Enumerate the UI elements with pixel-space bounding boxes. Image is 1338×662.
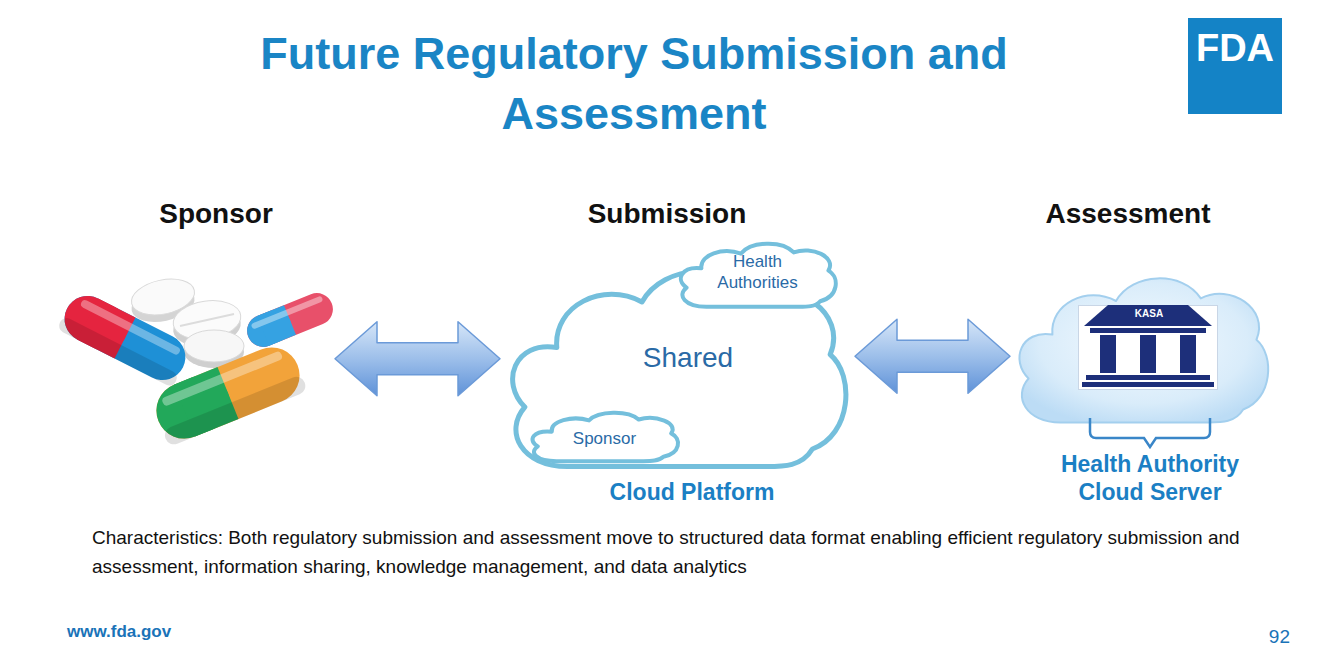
slide-title: Future Regulatory Submission and Assessm… [184, 24, 1084, 144]
footer-url: www.fda.gov [67, 621, 267, 643]
tablet-score [180, 314, 234, 326]
cloud-shape [1019, 278, 1268, 422]
small-cloud: Health Authorities [675, 240, 840, 308]
cloud-label: Health Authorities [705, 251, 810, 293]
building-step [1086, 375, 1210, 380]
building-step [1082, 382, 1214, 387]
capsule-shade [57, 316, 180, 388]
capsule-highlight [80, 299, 182, 356]
column-heading: Assessment [1008, 198, 1248, 230]
shared-cloud: SubmissionSharedCloud PlatformHealth Aut… [500, 260, 855, 470]
tablet-top [128, 274, 198, 321]
small-cloud: Sponsor [527, 410, 682, 462]
building-pillar [1100, 335, 1116, 373]
capsule-half [148, 367, 239, 447]
server-cloud: AssessmentHealth Authority Cloud ServerK… [1010, 270, 1275, 425]
cloud-label: Sponsor [542, 428, 667, 449]
cloud-caption: Cloud Platform [562, 478, 822, 506]
cloud-caption: Health Authority Cloud Server [1035, 450, 1265, 506]
capsule-half [257, 305, 296, 346]
page-number: 92 [1240, 625, 1290, 649]
capsule [57, 288, 194, 388]
tablet [184, 330, 244, 368]
tablet [171, 296, 244, 350]
capsule-half [242, 288, 337, 351]
capsule [148, 339, 308, 447]
capsule-half [148, 339, 308, 447]
tablet-side [184, 336, 244, 368]
tablet [128, 274, 198, 328]
capsule-half [242, 305, 296, 352]
capsule-half [57, 288, 194, 388]
building-roof [1084, 305, 1212, 326]
tablet-top [171, 296, 244, 343]
building-pillar [1140, 335, 1156, 373]
logo-box [1188, 18, 1282, 114]
capsule [242, 288, 337, 351]
capsule-highlight [161, 350, 283, 406]
pills-illustration [57, 274, 338, 447]
building-architrave [1090, 328, 1206, 333]
slide-caption: Characteristics: Both regulatory submiss… [92, 523, 1272, 581]
cloud-shape [681, 244, 836, 307]
logo-text: FDA [1188, 28, 1282, 68]
cloud-label: Shared [588, 341, 788, 375]
building-label: KASA [1119, 308, 1179, 320]
column-heading: Submission [517, 198, 817, 230]
tablet-side [171, 303, 244, 350]
capsule-highlight [251, 296, 324, 330]
double-arrow [855, 319, 1010, 393]
pills-node: Sponsor [60, 270, 335, 435]
capsule-half [77, 298, 135, 358]
double-arrow [335, 322, 500, 396]
capsule-shade [162, 374, 308, 447]
capsule-half [174, 367, 239, 437]
building-pillar [1180, 335, 1196, 373]
column-heading: Sponsor [116, 198, 316, 230]
tablet-top [184, 330, 244, 362]
kasa-building-art [1082, 305, 1214, 387]
kasa-box: KASA [1078, 305, 1218, 390]
capsule-half [57, 288, 136, 358]
cloud-shape [533, 413, 679, 461]
tablet-side [128, 281, 198, 328]
bracket [1090, 418, 1210, 447]
